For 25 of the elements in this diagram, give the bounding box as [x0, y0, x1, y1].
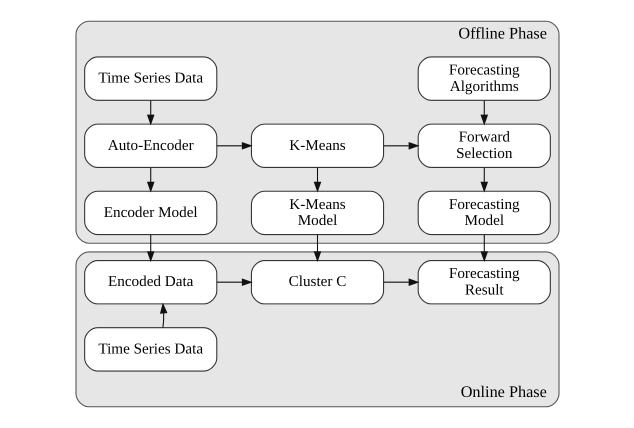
arrow — [216, 278, 252, 286]
arrow — [480, 234, 488, 262]
arrow — [383, 142, 419, 150]
node-box: K-Means Model — [250, 190, 384, 236]
arrow — [480, 100, 488, 126]
node-box: Encoder Model — [84, 190, 217, 236]
arrow — [146, 100, 154, 126]
arrow — [146, 234, 154, 262]
arrow — [313, 168, 321, 193]
node-box: Forward Selection — [417, 124, 550, 168]
node-box: Forecasting Model — [417, 190, 550, 236]
node-box: Time Series Data — [84, 327, 217, 372]
arrow — [480, 168, 488, 193]
arrow — [146, 168, 154, 193]
node-box: Time Series Data — [84, 56, 217, 101]
node-box: Cluster C — [250, 260, 384, 304]
node-box: Encoded Data — [84, 260, 217, 304]
node-box: K-Means — [250, 124, 384, 168]
node-box: Auto-Encoder — [84, 124, 217, 168]
arrow — [383, 278, 419, 286]
arrow — [216, 142, 252, 150]
node-box: Forecasting Algorithms — [417, 56, 550, 101]
arrow — [159, 302, 167, 328]
arrow — [313, 234, 321, 262]
node-box: Forecasting Result — [417, 260, 550, 304]
